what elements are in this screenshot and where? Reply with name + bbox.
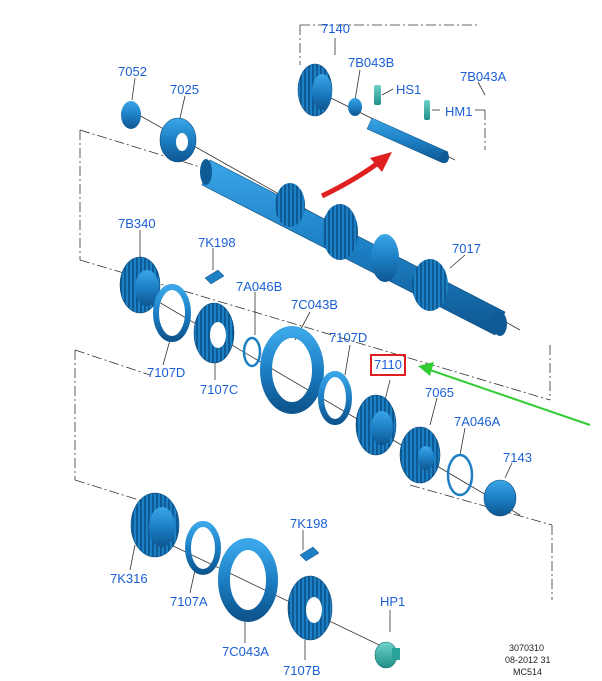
label-HS1: HS1 (396, 82, 422, 97)
reference-line-1: 3070310 (509, 643, 545, 653)
retaining-ring-7A046A (446, 453, 474, 497)
label-7025: 7025 (170, 82, 199, 97)
pin-HM1 (424, 100, 430, 120)
synchro-ring-7107D-left (153, 284, 191, 342)
label-7143: 7143 (503, 450, 532, 465)
label-7A046A: 7A046A (454, 414, 501, 429)
gear-7K316 (130, 492, 180, 558)
red-arrow (320, 152, 392, 199)
green-arrow (418, 362, 591, 426)
gear-7110 (355, 394, 397, 456)
label-HP1: HP1 (380, 594, 406, 609)
synchro-ring-7107D-mid (318, 371, 352, 425)
gear-7B340 (119, 256, 161, 314)
main-shaft-7017 (200, 159, 507, 336)
label-7K198-bottom: 7K198 (290, 516, 328, 531)
label-7107D-left: 7107D (147, 365, 186, 380)
label-7140: 7140 (321, 21, 350, 36)
label-7107D-mid: 7107D (329, 330, 368, 345)
label-7017: 7017 (452, 241, 481, 256)
label-7K198-top: 7K198 (198, 235, 236, 250)
pin-HS1 (374, 85, 381, 105)
label-7A046B: 7A046B (236, 279, 283, 294)
bearing-7025 (159, 117, 197, 163)
sleeve-7C043A (218, 538, 278, 622)
sleeve-7C043B (260, 326, 324, 414)
label-7107C: 7107C (200, 382, 239, 397)
synchro-key-7K198-top (204, 269, 225, 285)
label-7065: 7065 (425, 385, 454, 400)
label-7107B: 7107B (283, 663, 321, 678)
axis-lines (129, 89, 521, 656)
label-HM1: HM1 (445, 104, 473, 119)
label-7C043B: 7C043B (291, 297, 338, 312)
reference-line-2: 08-2012 31 (505, 655, 551, 665)
gear-7065 (399, 426, 441, 484)
needle-bearing-7B043B (348, 98, 362, 116)
synchro-ring-7107A (185, 521, 221, 575)
bearing-7143 (483, 479, 517, 517)
label-7B043A: 7B043A (460, 69, 507, 84)
reference-code: 3070310 08-2012 31 MC514 (505, 642, 551, 678)
synchro-hub-7107C (193, 302, 235, 364)
cluster-gear-7140 (297, 63, 333, 117)
leader-lines (129, 38, 513, 660)
bearing-7052 (121, 101, 141, 129)
label-7107A: 7107A (170, 594, 208, 609)
label-7C043A: 7C043A (222, 644, 269, 659)
label-7110-highlighted: 7110 (370, 354, 406, 376)
plug-HP1 (374, 641, 400, 669)
label-7B043B: 7B043B (348, 55, 395, 70)
label-7K316: 7K316 (110, 571, 148, 586)
label-7052: 7052 (118, 64, 147, 79)
label-7B340: 7B340 (118, 216, 156, 231)
synchro-key-7K198-bottom (299, 546, 320, 562)
countershaft-7B043A (366, 117, 449, 164)
synchro-hub-7107B (287, 575, 333, 641)
reference-line-3: MC514 (513, 667, 543, 677)
retaining-ring-7A046B (242, 336, 262, 368)
